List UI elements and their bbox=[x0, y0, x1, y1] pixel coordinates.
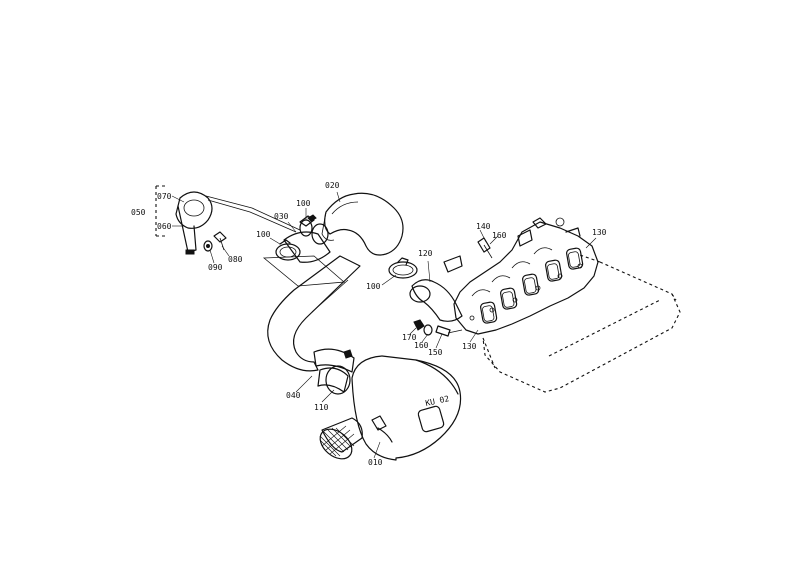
label-110: 110 bbox=[314, 403, 329, 412]
engine-block-outline bbox=[482, 254, 681, 393]
leader-lines bbox=[171, 191, 597, 459]
bracket-bracket-050-dashes bbox=[155, 185, 168, 237]
stud-top-right bbox=[532, 217, 565, 229]
air-filter-010: KU 02 bbox=[319, 355, 462, 461]
pipe-030 bbox=[283, 219, 331, 263]
label-100-right: 100 bbox=[366, 282, 381, 291]
washer-160 bbox=[423, 324, 433, 336]
label-150: 150 bbox=[428, 348, 443, 357]
label-040: 040 bbox=[286, 391, 301, 400]
label-070: 070 bbox=[157, 192, 172, 201]
label-100-left: 100 bbox=[256, 230, 271, 239]
label-060: 060 bbox=[157, 222, 172, 231]
filter-marking: KU 02 bbox=[425, 394, 451, 408]
label-160-top: 160 bbox=[492, 231, 507, 240]
hose-040 bbox=[267, 255, 361, 372]
bolt-080 bbox=[213, 231, 227, 251]
nut-170 bbox=[413, 319, 425, 331]
bolt-140 bbox=[477, 237, 493, 259]
label-050: 050 bbox=[131, 208, 146, 217]
label-090: 090 bbox=[208, 263, 223, 272]
intake-manifold bbox=[443, 221, 599, 335]
label-170: 170 bbox=[402, 333, 417, 342]
part-labels: 070 050 060 090 080 030 100 100 020 100 … bbox=[131, 181, 607, 467]
washer-090 bbox=[203, 240, 213, 252]
hose-020 bbox=[321, 192, 404, 256]
bolt-150 bbox=[435, 325, 463, 337]
hose-clamp-100-top bbox=[299, 214, 317, 227]
label-130-top: 130 bbox=[592, 228, 607, 237]
hose-clamp-110 bbox=[313, 348, 355, 395]
label-020: 020 bbox=[325, 181, 340, 190]
dust-valve-hatching bbox=[319, 425, 355, 457]
label-100-top: 100 bbox=[296, 199, 311, 208]
label-030: 030 bbox=[274, 212, 289, 221]
hose-clamp-100-right bbox=[388, 257, 418, 279]
label-010: 010 bbox=[368, 458, 383, 467]
label-160-bottom: 160 bbox=[414, 341, 429, 350]
hose-clamp-100-left bbox=[275, 239, 301, 261]
mount-frame bbox=[262, 255, 345, 287]
label-080: 080 bbox=[228, 255, 243, 264]
label-130-bottom: 130 bbox=[462, 342, 477, 351]
label-140: 140 bbox=[476, 222, 491, 231]
intake-elbow-120 bbox=[409, 279, 463, 322]
strap-060 bbox=[205, 195, 301, 233]
bracket-070 bbox=[175, 191, 213, 255]
label-120: 120 bbox=[418, 249, 433, 258]
